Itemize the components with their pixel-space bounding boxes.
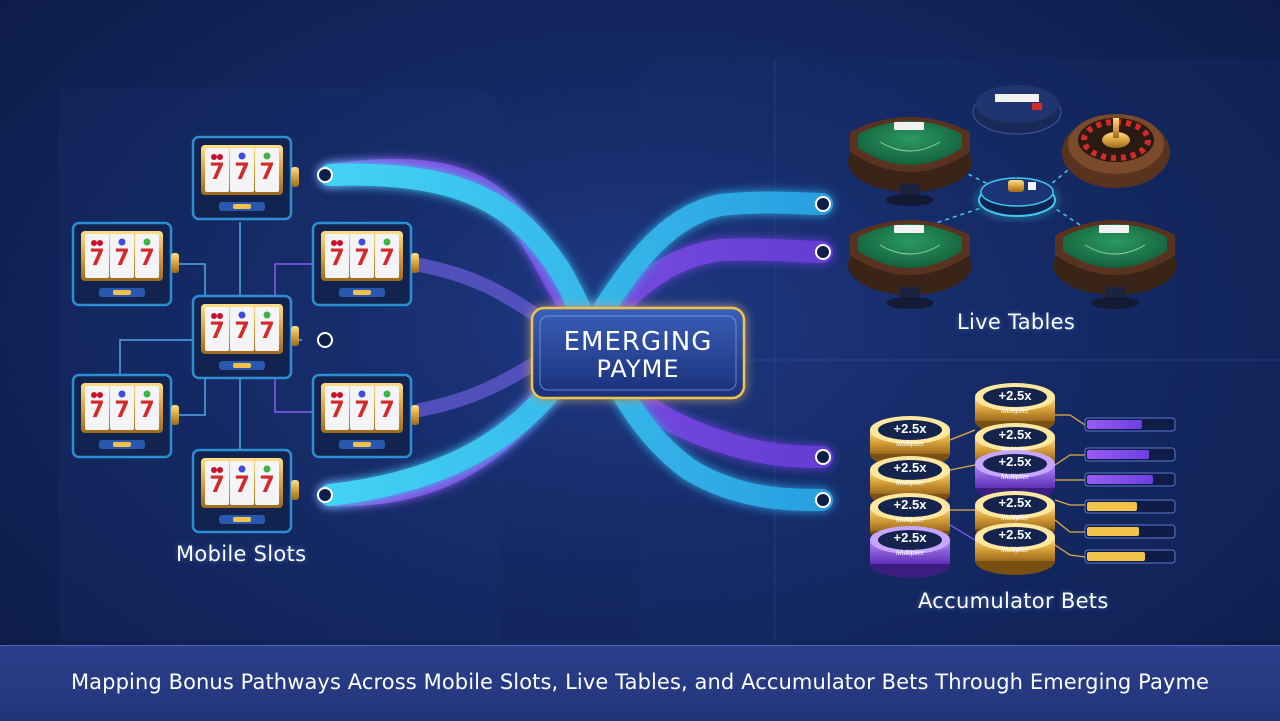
slot-machine-icon xyxy=(311,373,421,459)
diagram-canvas: 7 7 7 xyxy=(59,59,1280,641)
poker-chip-icon xyxy=(978,177,1056,217)
multiplier-caption: Multiplier xyxy=(1001,547,1030,554)
center-node-line1: EMERGING xyxy=(564,327,713,357)
caption-bar: Mapping Bonus Pathways Across Mobile Slo… xyxy=(0,645,1280,721)
multiplier-coin-icon: +2.5x Multiplier xyxy=(975,491,1055,543)
multiplier-value: +2.5x xyxy=(999,527,1033,542)
multiplier-coin-icon: +2.5x Multiplier xyxy=(975,450,1055,502)
multiplier-value: +2.5x xyxy=(894,497,928,512)
multiplier-coin-icon: +2.5x Multiplier xyxy=(975,383,1055,435)
multiplier-value: +2.5x xyxy=(894,421,928,436)
multiplier-coin-icon: +2.5x Multiplier xyxy=(975,523,1055,575)
roulette-wheel-icon xyxy=(1062,114,1170,188)
poker-table-icon xyxy=(972,85,1062,135)
slot-machine-icon xyxy=(191,135,301,221)
multiplier-value: +2.5x xyxy=(999,454,1033,469)
section-label-mobile-slots: Mobile Slots xyxy=(176,542,307,566)
path-endpoints xyxy=(317,167,831,508)
caption-text: Mapping Bonus Pathways Across Mobile Slo… xyxy=(70,670,1210,694)
multiplier-value: +2.5x xyxy=(894,460,928,475)
multiplier-caption: Multiplier xyxy=(896,550,925,557)
multiplier-caption: Multiplier xyxy=(896,480,925,487)
multiplier-coin-icon: +2.5x Multiplier xyxy=(870,493,950,545)
accumulator-progress-bars xyxy=(1084,417,1176,564)
section-label-live-tables: Live Tables xyxy=(957,310,1076,334)
multiplier-caption: Multiplier xyxy=(1001,474,1030,481)
multiplier-value: +2.5x xyxy=(999,495,1033,510)
multiplier-coin-icon: +2.5x Multiplier xyxy=(870,526,950,578)
live-tables-group xyxy=(847,85,1178,310)
multiplier-coin-icon: +2.5x Multiplier xyxy=(870,416,950,468)
multiplier-caption: Multiplier xyxy=(896,441,925,448)
slot-machine-icon xyxy=(311,221,421,307)
accumulator-bets-group: +2.5x Multiplier +2.5x Multiplier +2.5x … xyxy=(870,383,1176,578)
slot-machine-icon xyxy=(191,448,301,534)
multiplier-value: +2.5x xyxy=(999,388,1033,403)
multiplier-value: +2.5x xyxy=(999,427,1033,442)
section-label-accumulator-bets: Accumulator Bets xyxy=(918,589,1109,613)
multiplier-caption: Multiplier xyxy=(1001,408,1030,415)
slot-machine-icon xyxy=(71,221,181,307)
multiplier-coin-icon: +2.5x Multiplier xyxy=(870,456,950,508)
multiplier-value: +2.5x xyxy=(894,530,928,545)
multiplier-caption: Multiplier xyxy=(896,517,925,524)
slot-machine-icon xyxy=(191,294,301,380)
center-node: EMERGING PAYME xyxy=(530,306,746,400)
center-node-line2: PAYME xyxy=(596,355,679,383)
multiplier-caption: Multiplier xyxy=(1001,515,1030,522)
slot-machine-icon xyxy=(71,373,181,459)
